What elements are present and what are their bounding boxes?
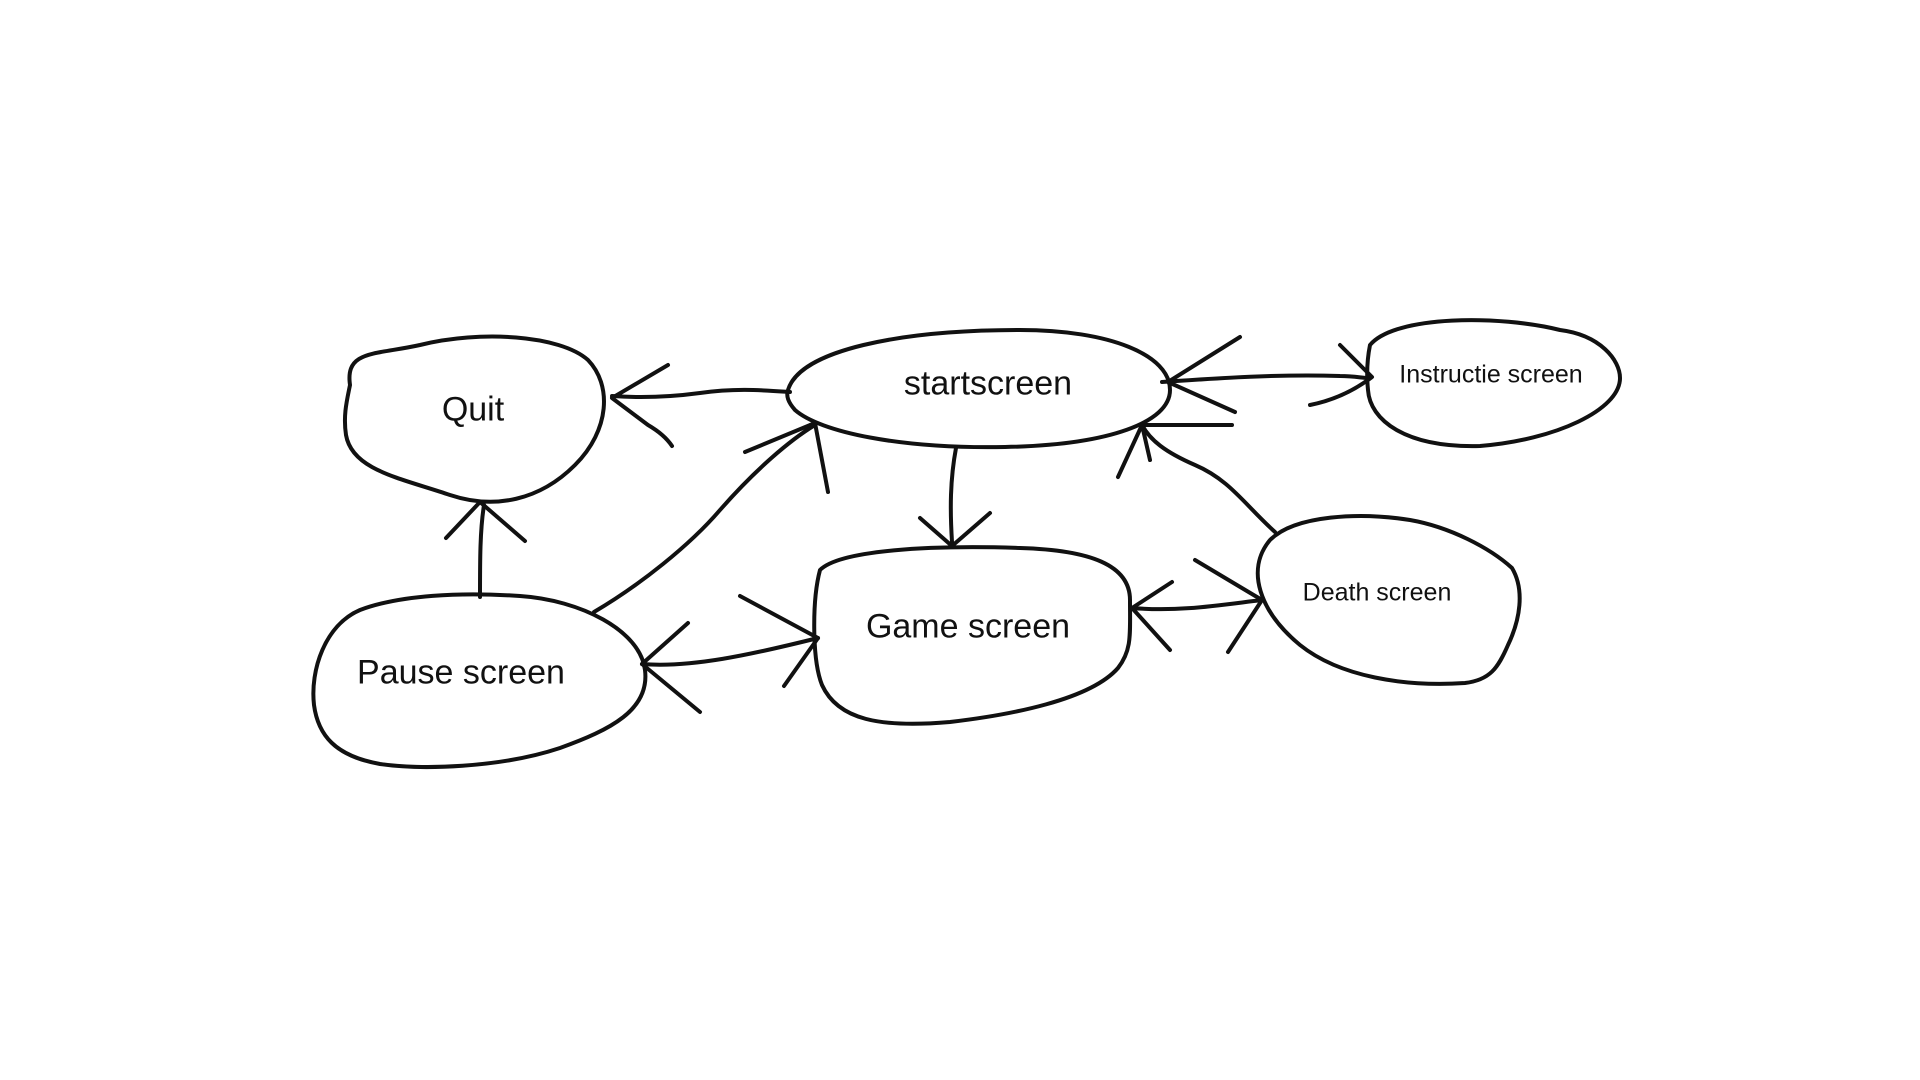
- arrowhead-pause-from-game: [640, 621, 702, 714]
- node-startscreen-outline: [785, 328, 1172, 450]
- edge-pause-to-startscreen: [592, 423, 817, 614]
- node-startscreen-label: startscreen: [903, 364, 1073, 403]
- arrowhead-death-from-game: [1193, 558, 1264, 654]
- node-game-outline: [812, 545, 1133, 726]
- node-game-label: Game screen: [865, 607, 1071, 646]
- arrowhead-quit-from-pause: [444, 500, 527, 543]
- node-quit-label: Quit: [441, 390, 505, 429]
- arrowhead-startscreen-from-death: [1116, 423, 1152, 479]
- edge-pause-game: [640, 636, 820, 667]
- node-instructie-label: Instructie screen: [1399, 360, 1583, 389]
- arrowhead-startscreen-from-pause: [743, 421, 830, 494]
- node-death-outline: [1255, 514, 1522, 686]
- arrowhead-startscreen-from-instructie: [1166, 335, 1242, 414]
- node-quit-outline: [342, 334, 606, 504]
- arrowhead-game-from-death: [1130, 580, 1174, 652]
- edge-startscreen-instructie: [1160, 373, 1370, 384]
- node-pause-outline: [311, 592, 648, 769]
- arrowhead-game-from-pause: [738, 594, 820, 688]
- arrowhead-quit-from-startscreen: [610, 363, 674, 448]
- edge-game-death: [1130, 598, 1264, 612]
- edge-startscreen-to-game: [948, 446, 958, 544]
- arrowhead-game-from-startscreen: [918, 511, 992, 548]
- edge-startscreen-to-quit: [610, 387, 792, 399]
- edge-pause-to-quit: [478, 503, 486, 599]
- node-instructie-outline: [1365, 318, 1622, 449]
- arrowhead-instructie-from-startscreen: [1308, 343, 1374, 407]
- node-pause-label: Pause screen: [357, 653, 565, 692]
- edge-death-to-startscreen: [1140, 423, 1277, 534]
- node-death-label: Death screen: [1302, 578, 1452, 607]
